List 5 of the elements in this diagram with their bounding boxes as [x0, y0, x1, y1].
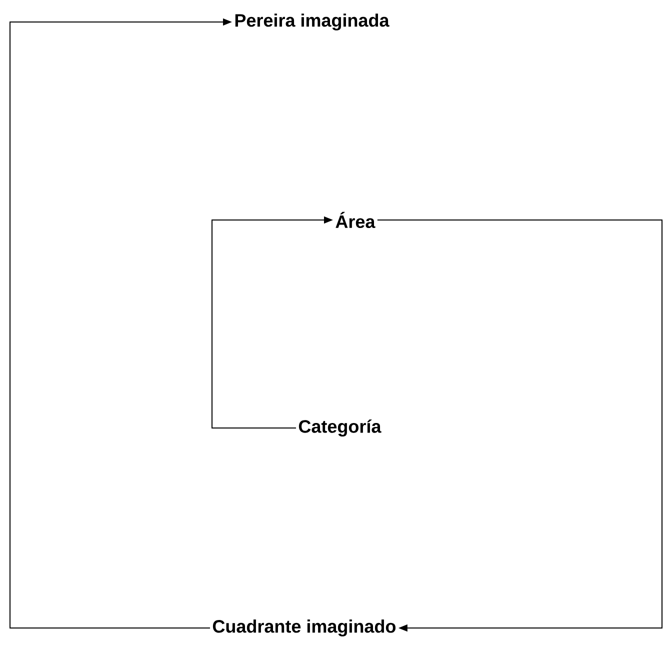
- node-label: Cuadrante imaginado: [212, 620, 396, 636]
- node-label: Categoría: [298, 419, 382, 436]
- node-label: Área: [336, 212, 376, 228]
- node-label: Pereira imaginada: [235, 14, 390, 30]
- arrow: [376, 220, 662, 632]
